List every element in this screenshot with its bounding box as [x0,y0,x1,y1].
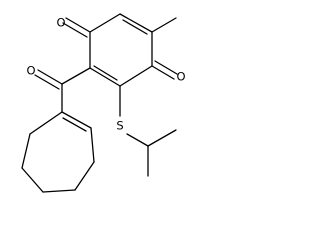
carbonyl-c4-o-double [154,60,178,75]
ring7-bond-5 [21,167,44,193]
ring-carbonyls [62,17,178,80]
bond-c1-c2 [89,13,121,33]
bond-c5-c6-inner [93,65,118,81]
bond-ck-o-double [34,74,60,90]
ring7-bond-1 [61,111,92,129]
ketone-linker [34,67,91,113]
bond-ck-o [37,69,63,85]
bond-c5-c6 [89,67,121,87]
ring7-bond-6 [21,133,31,169]
carbonyl-c1-o [65,17,91,33]
methyl-bond [151,17,177,33]
ring7-bond-2 [90,127,95,163]
ring7-bond-3 [74,161,95,191]
ring7-bond-4 [42,189,76,193]
quinone-ring [89,13,153,87]
molecule-structure: O O O S [21,13,186,193]
bond-c4-c5 [119,65,153,87]
bond-ch-ch3-a [147,129,177,147]
ring7-bond-7 [29,111,63,135]
atom-label-s: S [116,119,123,133]
cycloheptene-ring [21,111,95,193]
ring7-bond-1-inner [62,117,87,132]
bond-c2-c3 [119,13,153,33]
bond-c6-ck [61,67,91,85]
carbonyl-c1-o-double [62,22,88,38]
atom-label-o-right: O [176,70,185,84]
carbonyl-c4-o [151,65,175,80]
bond-s-ch [126,133,149,147]
isopropyl-thio-group [119,85,177,177]
atom-label-o-ketone: O [26,64,35,78]
bond-c2-c3-inner [122,19,148,35]
atom-label-o-top: O [56,16,65,30]
